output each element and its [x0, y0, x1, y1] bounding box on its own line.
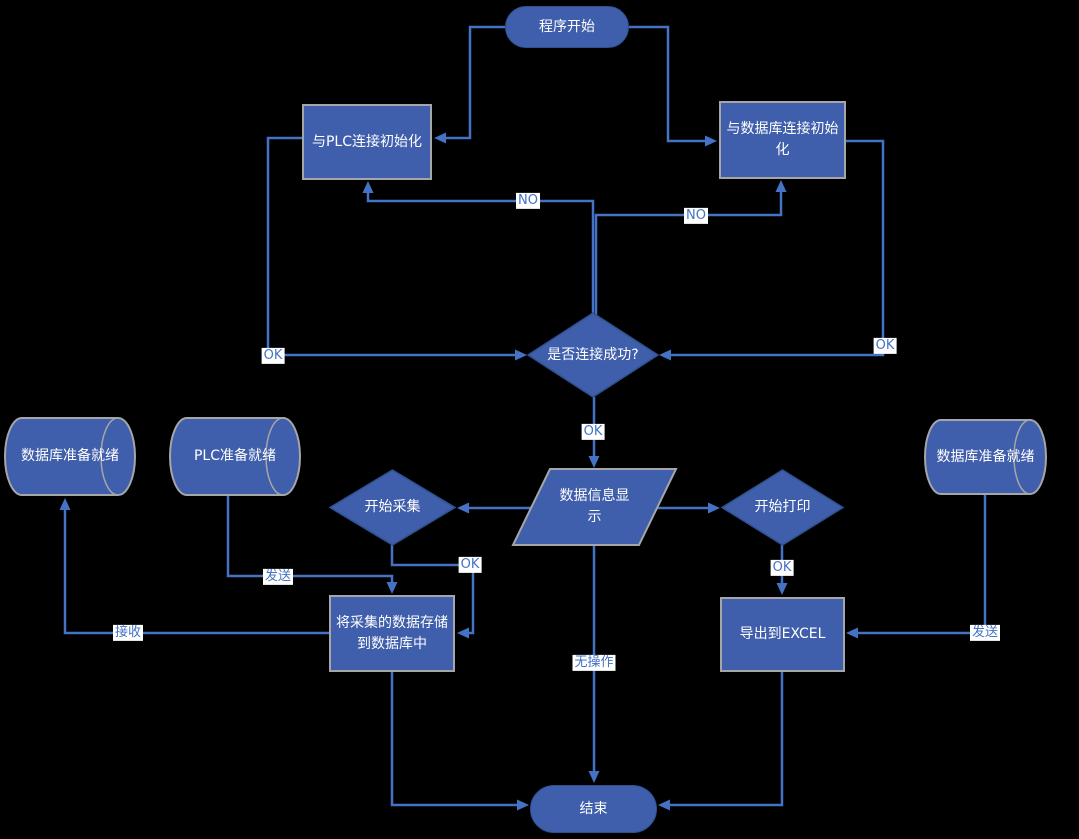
arrowhead-down-icon	[588, 771, 600, 783]
node-label: 程序开始	[539, 18, 595, 35]
arrowhead-right-icon	[515, 349, 527, 361]
connector-start-to-plc-init	[446, 25, 505, 140]
connector-start-to-db-init	[629, 25, 706, 143]
node-end[interactable]: 结束	[530, 785, 657, 833]
connector-no-to-plc-init	[366, 193, 595, 319]
arrowhead-down-icon	[386, 582, 398, 594]
node-db-init[interactable]: 与数据库连接初始化	[719, 101, 846, 179]
arrowhead-up-icon	[775, 180, 787, 192]
cylinder-cap-icon	[100, 417, 119, 496]
edge-label-no-action: 无操作	[572, 654, 616, 672]
edge-label-ok-left: OK	[261, 347, 285, 365]
node-start[interactable]: 程序开始	[505, 6, 629, 48]
decision-diamond-shape	[526, 312, 660, 398]
connector-store-receive-to-db-ready	[63, 510, 329, 635]
decision-diamond-shape	[328, 469, 457, 546]
connector-export-to-end	[670, 672, 784, 807]
node-plc-init[interactable]: 与PLC连接初始化	[302, 104, 432, 180]
node-label: 数据库准备就绪	[936, 448, 1035, 465]
node-data-display[interactable]: 数据信息显示	[513, 469, 676, 545]
cylinder-cap-icon	[265, 417, 284, 496]
connector-plc-ready-send-to-store	[226, 495, 394, 582]
arrowhead-left-icon	[434, 132, 446, 144]
arrowhead-right-icon	[517, 799, 529, 811]
arrowhead-down-icon	[776, 583, 788, 595]
edge-label-ok-collect: OK	[458, 556, 482, 574]
edge-label-send-plc: 发送	[262, 568, 294, 586]
arrowhead-left-icon	[659, 349, 671, 361]
node-label: 数据库准备就绪	[21, 448, 119, 464]
arrowhead-left-icon	[457, 627, 469, 639]
arrowhead-up-icon	[59, 498, 71, 510]
arrowhead-left-icon	[457, 502, 469, 514]
node-label: 将采集的数据存储到数据库中	[336, 614, 448, 652]
node-label: 数据信息显示	[559, 488, 630, 525]
arrowhead-right-icon	[705, 135, 717, 147]
node-db-ready-right[interactable]: 数据库准备就绪	[925, 420, 1046, 494]
connector-db-init-to-decision	[671, 139, 885, 357]
parallelogram-shape	[511, 468, 678, 546]
arrowhead-left-icon	[658, 799, 670, 811]
node-export-excel[interactable]: 导出到EXCEL	[720, 597, 845, 672]
edge-label-ok-right: OK	[873, 337, 897, 355]
arrowhead-down-icon	[588, 456, 600, 468]
decision-diamond-shape	[720, 469, 845, 546]
edge-label-no-right: NO	[684, 207, 708, 225]
arrowhead-left-icon	[846, 627, 858, 639]
edge-label-receive: 接收	[112, 624, 144, 642]
node-label: 是否连接成功?	[547, 346, 639, 363]
node-start-collect[interactable]: 开始采集	[330, 470, 455, 545]
edge-label-send-db: 发送	[969, 624, 1001, 642]
arrowhead-up-icon	[362, 181, 374, 193]
connector-plc-init-to-decision	[266, 136, 515, 357]
node-store-data[interactable]: 将采集的数据存储到数据库中	[329, 595, 455, 672]
node-label: 导出到EXCEL	[739, 626, 826, 642]
connector-store-to-end	[390, 672, 517, 807]
node-label: 开始采集	[364, 499, 421, 515]
node-db-ready-left[interactable]: 数据库准备就绪	[5, 418, 135, 495]
edge-label-ok-print: OK	[770, 559, 794, 577]
node-start-print[interactable]: 开始打印	[722, 470, 843, 545]
node-connect-ok[interactable]: 是否连接成功?	[528, 313, 658, 397]
node-label: 结束	[579, 800, 608, 817]
node-label: 开始打印	[754, 499, 811, 515]
cylinder-cap-icon	[1013, 419, 1031, 495]
connector-db-ready-send-to-export	[858, 494, 987, 635]
node-label: PLC准备就绪	[193, 448, 277, 464]
edge-label-no-left: NO	[516, 192, 540, 210]
node-label: 与PLC连接初始化	[311, 133, 423, 150]
edge-label-ok-mid: OK	[581, 423, 605, 441]
arrowhead-right-icon	[708, 502, 720, 514]
node-plc-ready[interactable]: PLC准备就绪	[170, 418, 300, 495]
node-label: 与数据库连接初始化	[726, 121, 839, 158]
